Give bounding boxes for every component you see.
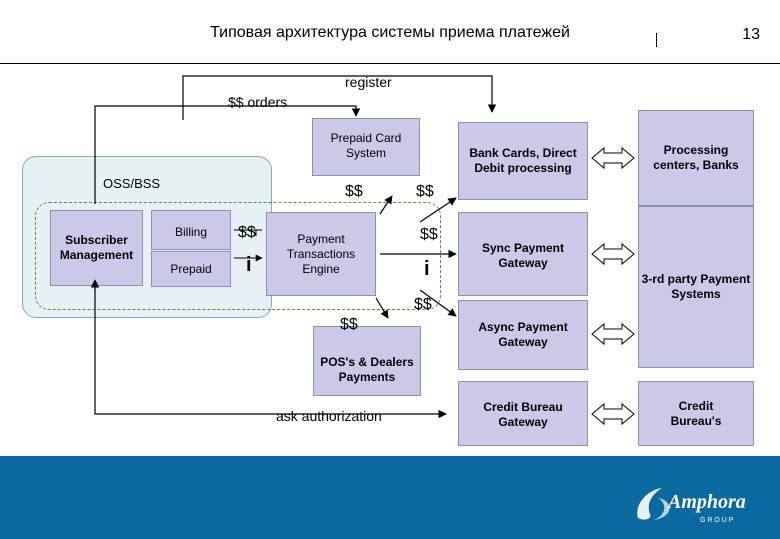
orders-line (94, 105, 361, 204)
money-marker-prepaid-card: $$ (345, 183, 363, 200)
sync-third-party-arrow (591, 242, 635, 266)
amphora-logo: Amphora G R O U P (632, 480, 772, 530)
money-marker-sync: $$ (420, 226, 438, 243)
async-third-party-arrow (591, 322, 635, 346)
info-marker-billing: i (246, 254, 252, 276)
credit-bureau-arrow (591, 402, 635, 426)
header-rule (0, 63, 780, 64)
title-divider (656, 33, 657, 47)
orders-label: $$ orders (228, 94, 288, 110)
register-label: register (345, 74, 392, 90)
prepaid-box: Prepaid (151, 251, 231, 287)
credit-bureaus-box: Credit Bureau's (638, 381, 754, 446)
info-marker-sync: i (424, 258, 430, 280)
money-marker-pos: $$ (340, 316, 358, 333)
bank-processing-arrow (591, 146, 635, 170)
credit-bureau-gateway-box: Credit Bureau Gateway (458, 381, 588, 446)
ask-authorization-label: ask authorization (276, 408, 382, 424)
oss-bss-label: OSS/BSS (103, 176, 161, 191)
svg-text:Amphora: Amphora (666, 491, 746, 513)
money-marker-billing: $$ (238, 224, 256, 241)
money-marker-async: $$ (414, 296, 432, 313)
billing-region-outline (35, 202, 441, 310)
svg-text:G R O U P: G R O U P (700, 517, 734, 524)
register-line (182, 75, 497, 120)
pos-dealers-box: POS's & Dealers Payments (313, 326, 421, 396)
sync-gateway-box: Sync Payment Gateway (458, 212, 588, 296)
page-number: 13 (742, 26, 760, 43)
third-party-systems-box: 3-rd party Payment Systems (638, 206, 754, 368)
billing-box: Billing (151, 210, 231, 250)
bank-cards-box: Bank Cards, Direct Debit processing (458, 122, 588, 200)
async-gateway-box: Async Payment Gateway (458, 300, 588, 370)
ask-authorization-line (94, 282, 447, 419)
processing-centers-box: Processing centers, Banks (638, 110, 754, 206)
prepaid-card-system-box: Prepaid Card System (312, 118, 420, 176)
slide-title: Типовая архитектура системы приема плате… (210, 24, 570, 41)
money-marker-bank-cards: $$ (416, 183, 434, 200)
